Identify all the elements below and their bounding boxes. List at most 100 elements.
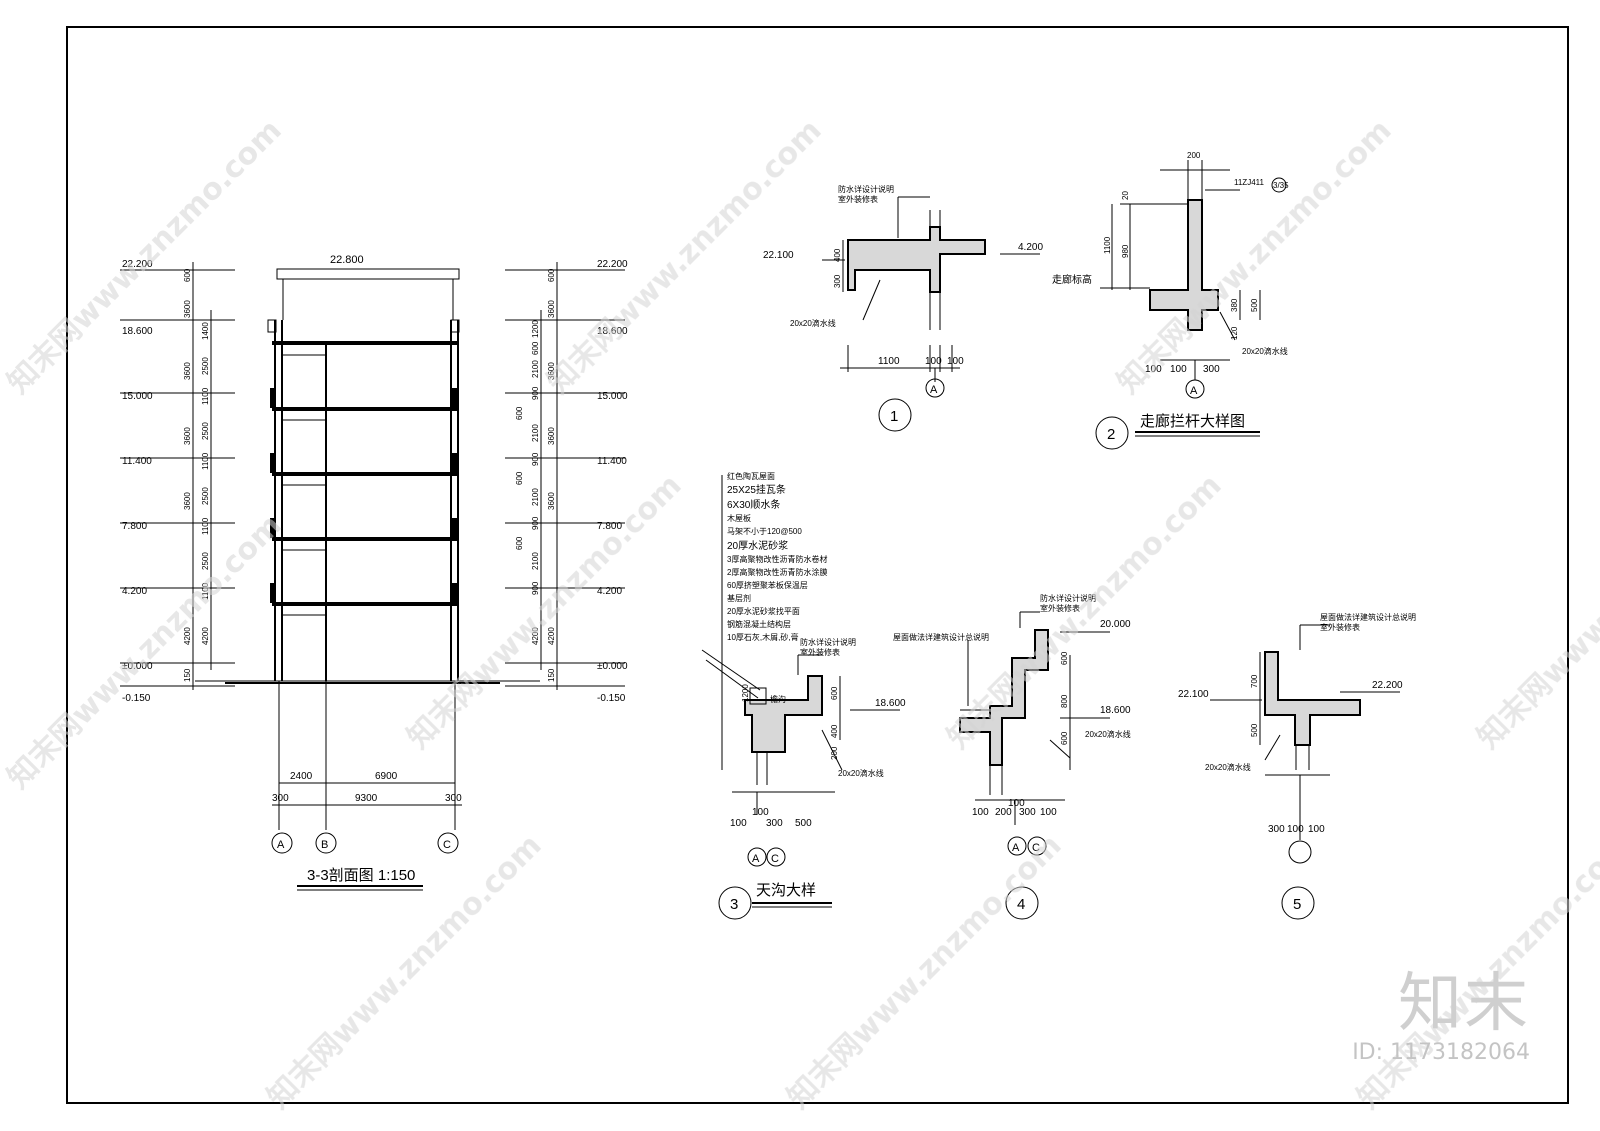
- left-elev-6: 4.200: [122, 586, 147, 597]
- right-elev-8: -0.150: [597, 693, 626, 704]
- detail4-dim-200: 200: [995, 807, 1012, 818]
- detail5-dim-700: 700: [1250, 674, 1259, 688]
- right-elev-2: 18.600: [597, 326, 628, 337]
- detail4-note-left: 屋面做法详建筑设计总说明: [893, 632, 989, 642]
- detail2-dim-100b: 100: [1170, 364, 1187, 375]
- detail2-title: 走廊拦杆大样图: [1140, 413, 1245, 430]
- detail3-drip: 20x20滴水线: [838, 768, 884, 778]
- detail3-title: 天沟大样: [756, 882, 816, 899]
- section-drawing: [120, 262, 625, 830]
- dim: 4200: [183, 627, 192, 645]
- detail2-number-circle: [1095, 416, 1129, 450]
- detail4-note-2: 室外装修表: [1040, 603, 1080, 613]
- dim: 3600: [547, 362, 556, 380]
- right-elev-6: 4.200: [597, 586, 622, 597]
- detail5-elev-right: 22.200: [1372, 680, 1403, 691]
- left-elev-7: ±0.000: [122, 661, 153, 672]
- section-dim-6900: 6900: [375, 771, 398, 782]
- detail3-dim-100b: 100: [752, 807, 769, 818]
- detail1-dim-400: 400: [833, 248, 842, 262]
- section-top-elevation: 22.800: [330, 254, 364, 266]
- detail4-note-1: 防水详设计说明: [1040, 593, 1096, 603]
- detail5-dim-100a: 100: [1287, 824, 1304, 835]
- dim: 3600: [547, 427, 556, 445]
- right-elev-5: 7.800: [597, 521, 622, 532]
- detail3-layer: 60厚挤塑聚苯板保温层: [727, 580, 808, 590]
- detail5-dim-100b: 100: [1308, 824, 1325, 835]
- watermark-text: 知末网www.znzmo.com: [941, 468, 1229, 756]
- detail1-note-1: 防水详设计说明: [838, 184, 894, 194]
- detail2-dim-300: 300: [1203, 364, 1220, 375]
- dim: 150: [183, 668, 192, 682]
- left-elev-1: 22.200: [122, 259, 153, 270]
- right-elev-4: 11.400: [597, 456, 627, 467]
- detail2-top-dim: 200: [1187, 151, 1201, 160]
- detail4-dim-800: 800: [1060, 694, 1069, 708]
- detail3-layer: 3厚高聚物改性沥青防水卷材: [727, 554, 827, 564]
- detail3-layer: 基层剂: [727, 593, 751, 603]
- axis-c: C: [443, 839, 451, 851]
- detail2-ref-sub: 3/35: [1273, 181, 1289, 190]
- detail-1: [822, 196, 1040, 382]
- detail1-dim-1100: 1100: [878, 356, 900, 367]
- dim: 2500: [201, 552, 210, 570]
- detail2-ref: 11ZJ411: [1234, 178, 1264, 187]
- detail3-layer: 2厚高聚物改性沥青防水涂膜: [727, 567, 827, 577]
- detail4-number: 4: [1017, 896, 1025, 913]
- watermark-text: 知末网www.znzmo.com: [1, 113, 289, 401]
- detail2-dim-120: 120: [1230, 326, 1239, 340]
- detail5-number: 5: [1293, 896, 1301, 913]
- section-left-elevations: 22.200 18.600 15.000 11.400 7.800 4.200 …: [122, 259, 153, 704]
- section-axes: A B C: [271, 832, 459, 854]
- detail2-drip: 20x20滴水线: [1242, 346, 1288, 356]
- detail4-dim-600a: 600: [1060, 651, 1069, 665]
- detail2-dim-500: 500: [1250, 298, 1259, 312]
- detail2-dim-20: 20: [1121, 191, 1130, 200]
- detail3-layer: 20厚水泥砂浆: [727, 539, 788, 552]
- detail3-number: 3: [730, 896, 738, 913]
- detail1-elev-right: 4.200: [1018, 242, 1043, 253]
- detail4-dim-100b: 100: [1008, 798, 1025, 809]
- detail3-layer: 20厚水泥砂浆找平面: [727, 606, 800, 616]
- detail3-dim-100a: 100: [730, 818, 747, 829]
- detail2-label: 走廊标高: [1052, 273, 1092, 286]
- detail1-dim-300: 300: [833, 274, 842, 288]
- detail3-layer: 钢筋混凝土结构层: [727, 619, 791, 629]
- watermark-text: 知末网www.znzmo.com: [781, 828, 1069, 1116]
- detail2-number: 2: [1107, 426, 1115, 443]
- detail2-dim-1100: 1100: [1103, 236, 1112, 254]
- detail5-number-circle: [1281, 886, 1315, 920]
- detail3-layer: 25X25挂瓦条: [727, 483, 786, 496]
- detail1-dim-100a: 100: [925, 356, 942, 367]
- detail3-dim-200: 200: [830, 746, 839, 760]
- dim: 600: [547, 268, 556, 282]
- dim: 3600: [183, 300, 192, 318]
- dim: 600: [183, 268, 192, 282]
- detail-5: [1210, 624, 1400, 840]
- detail3-layer-list: 红色陶瓦屋面 25X25挂瓦条 6X30顺水条 木屋板 马架不小于120@500…: [727, 471, 827, 642]
- detail4-dim-100c: 100: [1040, 807, 1057, 818]
- detail5-drip: 20x20滴水线: [1205, 762, 1251, 772]
- section-right-elevations: 22.200 18.600 15.000 11.400 7.800 4.200 …: [597, 259, 628, 704]
- detail-2: [1100, 160, 1261, 380]
- axis-a: A: [277, 839, 285, 851]
- section-dim-9300: 9300: [355, 793, 378, 804]
- detail4-elev-mid: 18.600: [1100, 705, 1131, 716]
- detail4-axis-a: A: [1012, 842, 1020, 854]
- detail-3: [701, 475, 900, 815]
- left-elev-5: 7.800: [122, 521, 147, 532]
- detail1-note-2: 室外装修表: [838, 194, 878, 204]
- brand-id: ID: 1173182064: [1352, 1040, 1530, 1065]
- dim: 600: [515, 536, 524, 550]
- dim: 2100: [531, 552, 540, 570]
- detail3-dim-600: 600: [830, 686, 839, 700]
- dim: 1100: [201, 517, 210, 535]
- detail5-dim-500: 500: [1250, 723, 1259, 737]
- detail3-dim-small: 1200: [741, 684, 750, 702]
- dim: 900: [531, 452, 540, 466]
- dim: 1100: [201, 582, 210, 600]
- left-elev-3: 15.000: [122, 391, 153, 402]
- detail5-note-1: 屋面做法详建筑设计总说明: [1320, 612, 1416, 622]
- dim: 3600: [183, 427, 192, 445]
